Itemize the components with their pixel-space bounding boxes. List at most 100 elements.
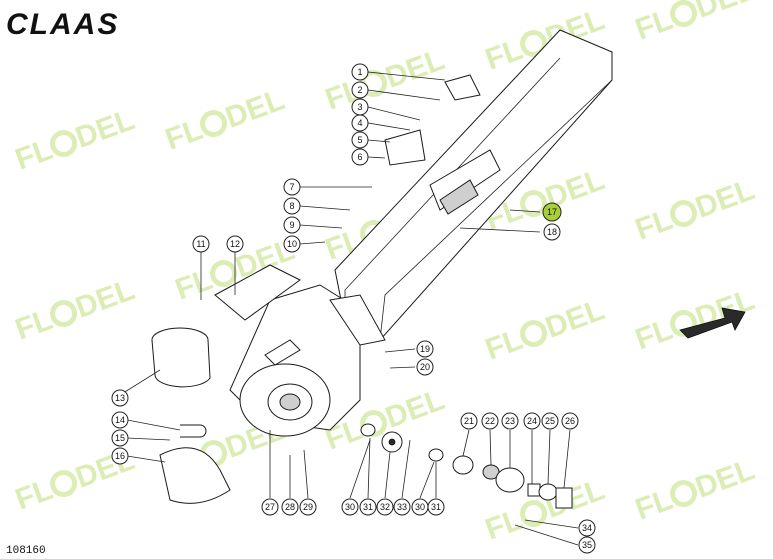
drawing-number: 108160 — [6, 545, 46, 557]
watermark-gear-icon — [50, 130, 78, 158]
leader-lines — [119, 71, 579, 546]
watermark-text: FL — [631, 203, 677, 247]
watermark-text: FL — [11, 473, 57, 517]
watermark-tile: FL DEL — [11, 273, 139, 346]
svg-text:31: 31 — [431, 502, 441, 512]
svg-text:30: 30 — [415, 502, 425, 512]
callout-18: 18 — [543, 223, 561, 241]
callout-5: 5 — [351, 131, 369, 149]
callout-4: 4 — [351, 114, 369, 132]
callout-2: 2 — [351, 81, 369, 99]
auger-housing — [229, 284, 386, 437]
svg-text:7: 7 — [289, 182, 294, 192]
svg-text:17: 17 — [547, 207, 557, 217]
watermark-text: DEL — [71, 443, 139, 495]
watermark-tile: FL DEL — [631, 0, 759, 47]
callout-8: 8 — [283, 197, 301, 215]
callout-24: 24 — [523, 412, 541, 430]
watermark-text: DEL — [381, 43, 449, 95]
watermark-gear-icon — [670, 480, 698, 508]
watermark-text: DEL — [381, 383, 449, 435]
svg-text:16: 16 — [115, 451, 125, 461]
svg-text:4: 4 — [357, 118, 362, 128]
watermark-text: FL — [11, 133, 57, 177]
watermark-gear-icon — [520, 320, 548, 348]
svg-text:20: 20 — [420, 362, 430, 372]
callout-11: 11 — [192, 235, 210, 253]
svg-text:30: 30 — [345, 502, 355, 512]
svg-text:18: 18 — [547, 227, 557, 237]
watermark-gear-icon — [210, 260, 238, 288]
callout-27: 27 — [261, 498, 279, 516]
callout-34: 34 — [578, 519, 596, 537]
svg-text:32: 32 — [380, 502, 390, 512]
callout-28: 28 — [281, 498, 299, 516]
bearing-left — [360, 423, 376, 437]
watermark-gear-icon — [670, 0, 698, 28]
watermark-text: FL — [631, 3, 677, 47]
svg-text:28: 28 — [285, 502, 295, 512]
end-cap — [555, 487, 573, 509]
watermark-tile: FL DEL — [11, 103, 139, 176]
svg-text:24: 24 — [527, 416, 537, 426]
svg-text:9: 9 — [289, 220, 294, 230]
sprocket — [381, 431, 403, 453]
svg-text:12: 12 — [230, 239, 240, 249]
watermark-text: DEL — [71, 103, 139, 155]
claas-logo: CLAAS — [6, 8, 119, 41]
watermark-text: FL — [11, 303, 57, 347]
watermark-text: DEL — [691, 173, 759, 225]
callout-33: 33 — [393, 498, 411, 516]
callout-32: 32 — [376, 498, 394, 516]
svg-text:3: 3 — [357, 102, 362, 112]
svg-text:29: 29 — [303, 502, 313, 512]
watermark-gear-icon — [520, 500, 548, 528]
svg-text:26: 26 — [565, 416, 575, 426]
direction-arrow — [679, 307, 746, 339]
watermark-text: DEL — [691, 0, 759, 25]
callout-7: 7 — [283, 178, 301, 196]
watermark-gear-icon — [670, 200, 698, 228]
svg-text:2: 2 — [357, 85, 362, 95]
bracket — [384, 129, 426, 166]
cover-plate — [214, 264, 301, 321]
watermark-gear-icon — [50, 470, 78, 498]
watermark-tile: FL DEL — [631, 453, 759, 526]
svg-text:27: 27 — [265, 502, 275, 512]
callout-layer: 1 2 3 4 5 6 7 8 9 10 11 12 13 14 15 16 1… — [111, 63, 596, 554]
callout-17-highlighted[interactable]: 17 — [542, 202, 562, 222]
callout-14: 14 — [111, 411, 129, 429]
watermark-text: FL — [631, 313, 677, 357]
callout-30-b: 30 — [411, 498, 429, 516]
callout-13: 13 — [111, 389, 129, 407]
svg-text:14: 14 — [115, 415, 125, 425]
svg-text:23: 23 — [505, 416, 515, 426]
svg-text:35: 35 — [582, 540, 592, 550]
u-bolt — [180, 424, 207, 438]
watermark-text: DEL — [541, 293, 609, 345]
svg-text:6: 6 — [357, 152, 362, 162]
callout-3: 3 — [351, 98, 369, 116]
flange-plate — [452, 455, 474, 475]
svg-text:33: 33 — [397, 502, 407, 512]
watermark-text: FL — [631, 483, 677, 527]
callout-21: 21 — [460, 412, 478, 430]
watermark-gear-icon — [200, 110, 228, 138]
callout-19: 19 — [416, 340, 434, 358]
callout-16: 16 — [111, 447, 129, 465]
callout-6: 6 — [351, 148, 369, 166]
callout-22: 22 — [481, 412, 499, 430]
svg-text:10: 10 — [287, 239, 297, 249]
callout-25: 25 — [541, 412, 559, 430]
watermark-gear-icon — [50, 300, 78, 328]
callout-12: 12 — [226, 235, 244, 253]
watermark-text: DEL — [691, 453, 759, 505]
watermark-text: DEL — [71, 273, 139, 325]
callout-30-a: 30 — [341, 498, 359, 516]
svg-text:8: 8 — [289, 201, 294, 211]
clamp-strap — [159, 447, 231, 504]
